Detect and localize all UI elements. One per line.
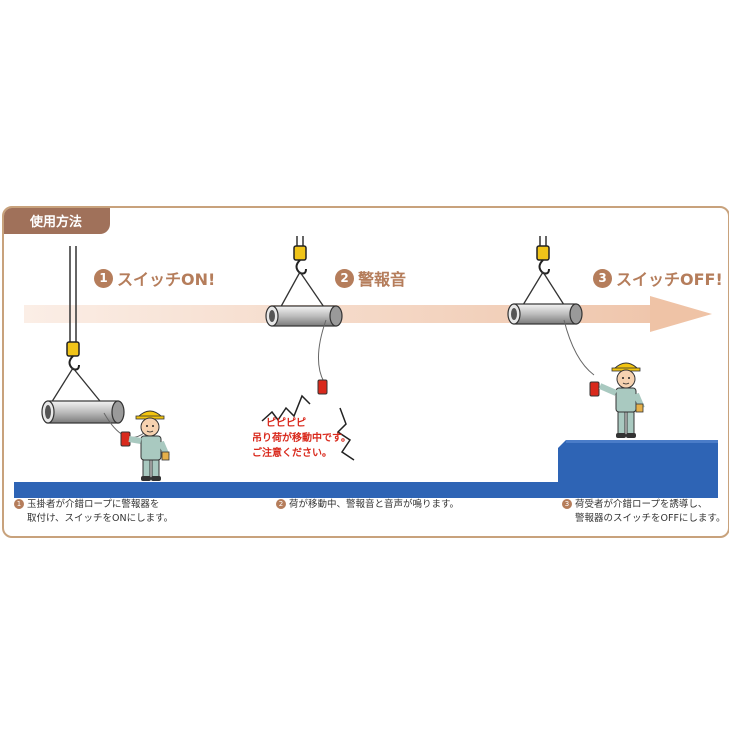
step-3-number: 3 [593,268,612,288]
pipe-load-2 [265,305,343,327]
caption-3-line2: 警報器のスイッチをOFFにします。 [575,513,726,524]
sound-wave-icon [261,394,355,461]
step-3-title: 3 スイッチOFF! [593,266,723,290]
caption-3-line1: 荷受者が介錯ロープを誘導し、 [575,499,708,510]
ground [14,440,718,498]
usage-panel: 使用方法 1 スイッチON! 2 警報音 3 スイッチOFF! ピピピピ 吊り荷… [2,206,729,538]
alarm-announcement: ピピピピ 吊り荷が移動中です。 ご注意ください。 [252,416,351,461]
step-2-label: 警報音 [358,270,407,289]
step-2-number: 2 [335,268,354,288]
pipe-load-1 [41,400,125,424]
crane-scene-1 [41,246,170,481]
crane-hook-icon [66,341,80,371]
crane-scene-2 [261,236,355,461]
step-3-label: スイッチOFF! [616,270,723,289]
alarm-message-line2: ご注意ください。 [252,448,332,459]
caption-2-line1: 荷が移動中、警報音と音声が鳴ります。 [289,499,460,510]
caption-2-number: 2 [276,499,286,509]
crane-hook-icon [293,245,307,275]
worker-icon [128,410,170,481]
alarm-device-icon [120,431,131,447]
crane-scene-3 [507,236,645,438]
worker-icon [598,362,645,438]
caption-3-number: 3 [562,499,572,509]
caption-1-line1: 玉掛者が介錯ロープに警報器を [27,499,160,510]
caption-1-line2: 取付け、スイッチをONにします。 [27,513,174,524]
alarm-device-icon [317,379,328,395]
usage-illustration [14,236,718,498]
usage-tab-label: 使用方法 [4,208,110,234]
alarm-sound-text: ピピピピ [266,418,306,429]
step-1-title: 1 スイッチON! [94,266,215,290]
alarm-message-line1: 吊り荷が移動中です。 [252,433,351,444]
caption-1-number: 1 [14,499,24,509]
alarm-device-icon [589,381,600,397]
step-2-title: 2 警報音 [335,266,406,290]
pipe-load-3 [507,303,583,325]
step-1-label: スイッチON! [117,270,216,289]
progress-arrow [24,296,712,332]
step-1-number: 1 [94,268,113,288]
crane-hook-icon [536,245,550,275]
